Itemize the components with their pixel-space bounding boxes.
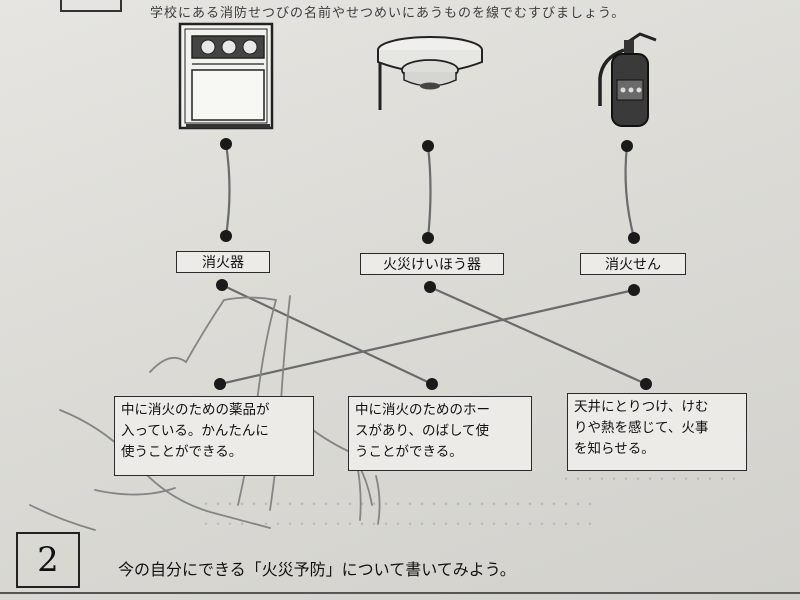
scribble-mark xyxy=(29,504,96,531)
fire-alarm-panel-icon xyxy=(178,22,274,130)
desc-dot-2 xyxy=(426,378,438,390)
top-dot-2 xyxy=(422,140,434,152)
name-dot-bottom-1 xyxy=(216,279,228,291)
name-dot-bottom-3 xyxy=(628,284,640,296)
name-label-fire-alarm: 火災けいほう器 xyxy=(360,253,504,275)
answer-line-cross-1 xyxy=(220,283,434,386)
answer-line-cross-2 xyxy=(428,285,648,386)
top-dot-3 xyxy=(621,140,633,152)
scribble-mark xyxy=(94,487,176,496)
description-box-2: 中に消火のためのホー スがあり、のばして使 うことができる。 xyxy=(348,396,532,471)
fire-extinguisher-icon xyxy=(598,32,657,127)
desc-dot-3 xyxy=(640,378,652,390)
print-through-text: ・・・・・・・・・・・・・・・・・・・・・・・・・・・・・・・・・ xyxy=(200,497,597,511)
name-label-fire-hydrant: 消火せん xyxy=(580,253,686,275)
name-dot-top-2 xyxy=(422,232,434,244)
question-1-instruction: 学校にある消防せつびの名前やせつめいにあうものを線でむすびましょう。 xyxy=(150,6,626,21)
scribble-mark xyxy=(357,469,362,521)
answer-line-top-center xyxy=(426,144,432,240)
scribble-mark xyxy=(375,475,381,525)
question-2-prompt: 今の自分にできる「火災予防」について書いてみよう。 xyxy=(118,560,516,579)
question-2-number: 2 xyxy=(16,532,80,588)
name-dot-bottom-2 xyxy=(424,281,436,293)
top-dot-1 xyxy=(220,138,232,150)
name-dot-top-3 xyxy=(628,232,640,244)
desc-dot-1 xyxy=(214,378,226,390)
smoke-detector-icon xyxy=(377,36,483,110)
print-through-text: ・・・・・・・・・・・・・・・・・・・・・・・・・・・・・・・・・ xyxy=(200,517,597,531)
name-dot-top-1 xyxy=(220,230,232,242)
description-box-3: 天井にとりつけ、けむ りや熱を感じて、火事 を知らせる。 xyxy=(567,393,747,471)
question-1-number-box xyxy=(60,0,122,12)
description-box-1: 中に消火のための薬品が 入っている。かんたんに 使うことができる。 xyxy=(114,396,314,476)
answer-line-top-right xyxy=(624,144,636,240)
name-label-fire-extinguisher: 消火器 xyxy=(176,251,270,273)
answer-line-top-left xyxy=(224,142,231,238)
print-through-text: ・・・・・・・・・・・・・・・ xyxy=(560,472,741,486)
answer-line-cross-3 xyxy=(218,288,636,386)
scribble-mark xyxy=(59,409,271,529)
answer-rule-line xyxy=(0,592,800,594)
